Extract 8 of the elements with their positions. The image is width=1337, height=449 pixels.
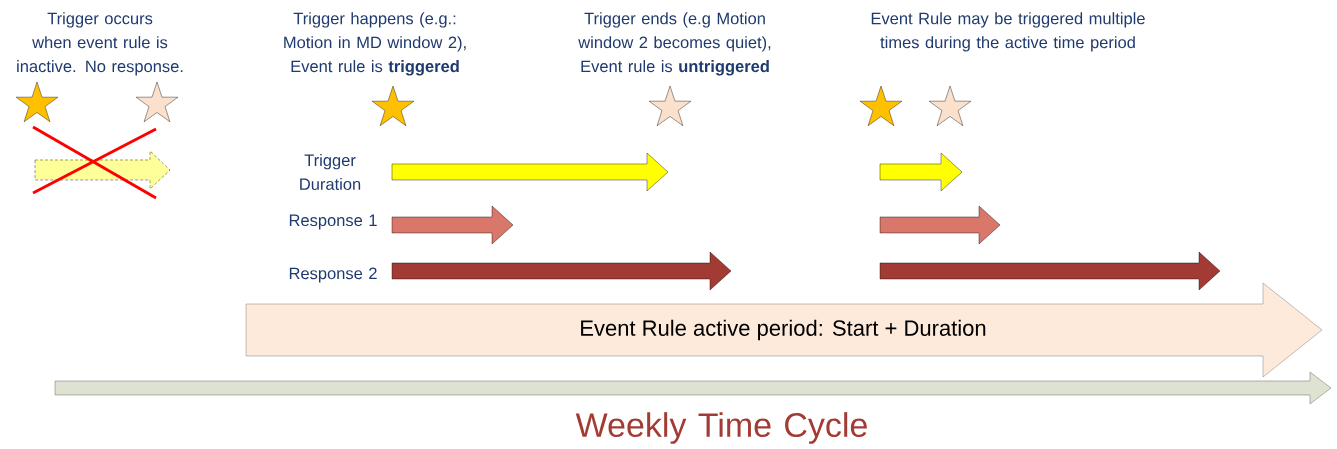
caption-text: Event Rule may be triggered multiple times during the active time period [871, 12, 1145, 52]
row-label: Response 1 [289, 214, 377, 230]
caption-text: Trigger occurs when event rule is inactive. No response. [17, 12, 183, 76]
row-label: Trigger Duration [300, 154, 361, 190]
timeline-label: Weekly Time Cycle [575, 412, 867, 444]
row-label: Response 2 [289, 267, 377, 283]
caption-text: Trigger ends (e.g Motion window 2 becomes quiet), Event rule is untriggered [578, 12, 771, 76]
caption-text: Trigger happens (e.g.: Motion in MD window 2), Event rule is triggered [284, 12, 466, 76]
